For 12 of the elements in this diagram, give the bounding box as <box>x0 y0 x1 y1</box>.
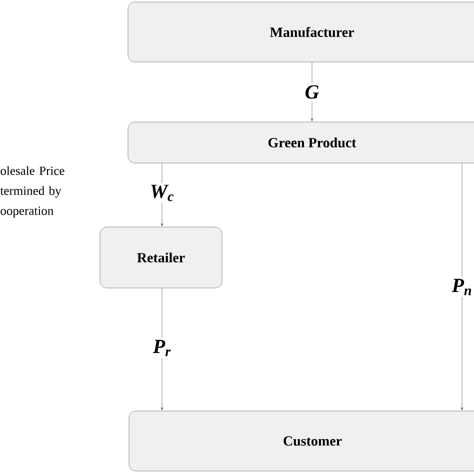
process-box: Customer <box>128 410 474 472</box>
process-box: Retailer <box>100 226 222 288</box>
edge-label: G <box>302 83 322 101</box>
edge-label: P$_{n}$ <box>450 276 474 298</box>
process-box: Manufacturer <box>128 2 474 62</box>
arrow <box>310 62 314 122</box>
arrow <box>160 288 164 410</box>
edge-label: W$_{c}$ <box>148 182 176 204</box>
note-text: olesale Price termined by ooperation <box>0 166 64 218</box>
arrow <box>460 163 464 410</box>
process-box: Green Product <box>128 122 474 164</box>
edge-label: P$_{r}$ <box>150 338 174 358</box>
